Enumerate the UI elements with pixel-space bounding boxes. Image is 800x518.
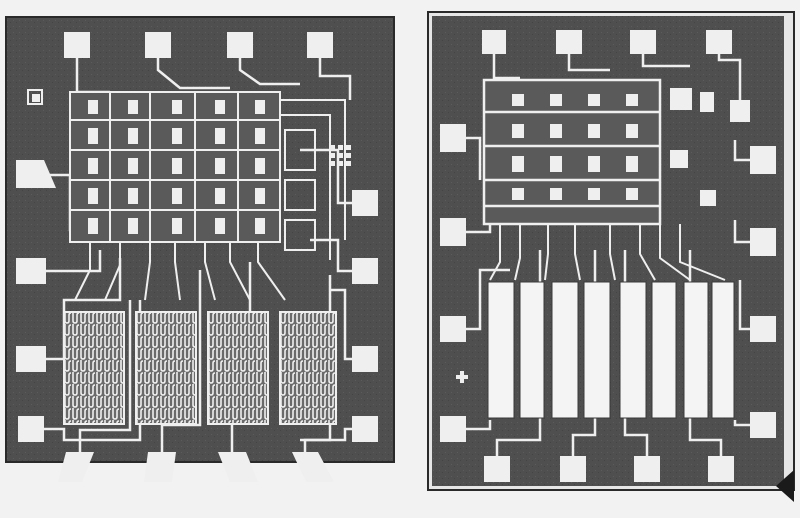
bond-pads-top: [64, 32, 333, 58]
left-interconnect-fan: [74, 242, 286, 301]
right-resistor-strips: [487, 281, 735, 419]
right-bond-pads: [440, 30, 776, 482]
left-die: [5, 16, 395, 482]
bond-pads-left: [16, 160, 56, 442]
cross-mark-icon: [456, 371, 468, 383]
alignment-mark-icon: [27, 89, 43, 105]
bond-pads-right: [352, 190, 378, 442]
right-transistor-array: [482, 78, 750, 226]
left-resistor-banks: [63, 311, 337, 425]
right-die: [427, 11, 795, 502]
contact-grid: [330, 145, 351, 166]
right-interconnect: [489, 224, 726, 281]
left-logic-blocks: [280, 99, 346, 260]
bond-pads-bottom: [58, 452, 334, 482]
left-transistor-array: [69, 91, 281, 243]
